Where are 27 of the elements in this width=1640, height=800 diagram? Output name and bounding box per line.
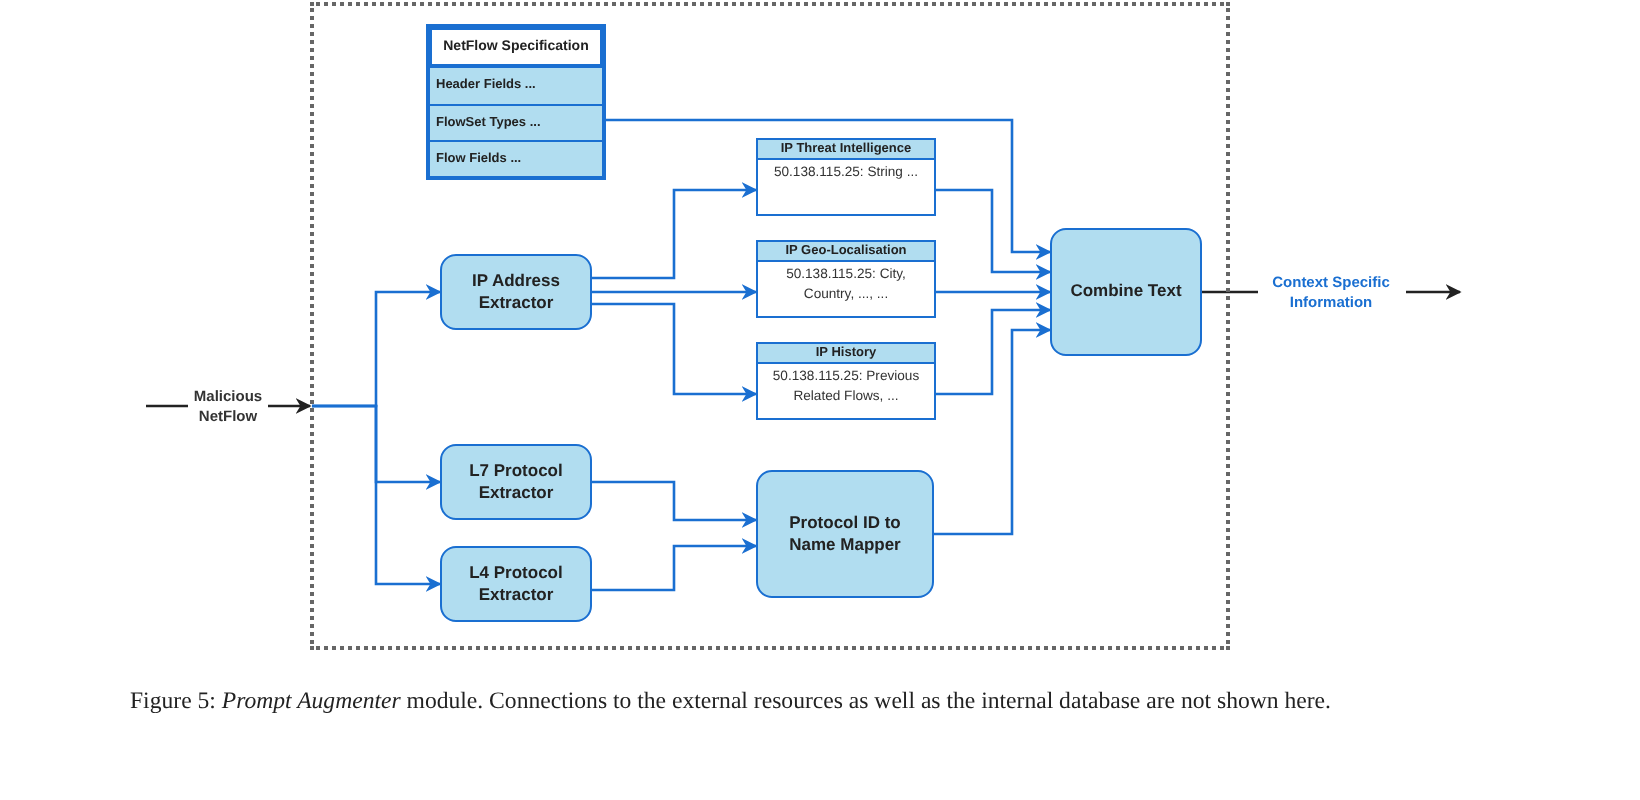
box-label: IP Address Extractor bbox=[470, 269, 562, 315]
process-box bbox=[1050, 228, 1202, 356]
process-box bbox=[756, 470, 934, 598]
data-source-box bbox=[756, 342, 936, 420]
figure-caption: Figure 5: Prompt Augmenter module. Connections to the external resources as well as the internal database are not shown here. bbox=[130, 686, 1333, 716]
box-label: Protocol ID to Name Mapper bbox=[787, 511, 903, 557]
module-frame bbox=[310, 2, 1230, 650]
data-source-box bbox=[756, 240, 936, 318]
arrow bbox=[592, 538, 758, 592]
arrow bbox=[312, 404, 442, 592]
process-box bbox=[440, 254, 592, 330]
box-label: Combine Text bbox=[1068, 280, 1184, 304]
data-source-box bbox=[756, 138, 936, 216]
process-box bbox=[440, 444, 592, 520]
specification-table bbox=[426, 24, 606, 180]
arrow bbox=[592, 480, 758, 528]
arrow bbox=[936, 284, 1052, 300]
arrow bbox=[936, 302, 1052, 396]
process-box bbox=[440, 546, 592, 622]
arrow bbox=[592, 284, 758, 300]
arrow bbox=[592, 182, 758, 280]
arrow bbox=[936, 188, 1052, 280]
box-label: L4 Protocol Extractor bbox=[467, 561, 565, 607]
arrow bbox=[606, 118, 1052, 260]
arrow bbox=[592, 302, 758, 402]
arrow bbox=[934, 322, 1052, 536]
box-label: L7 Protocol Extractor bbox=[467, 459, 565, 505]
